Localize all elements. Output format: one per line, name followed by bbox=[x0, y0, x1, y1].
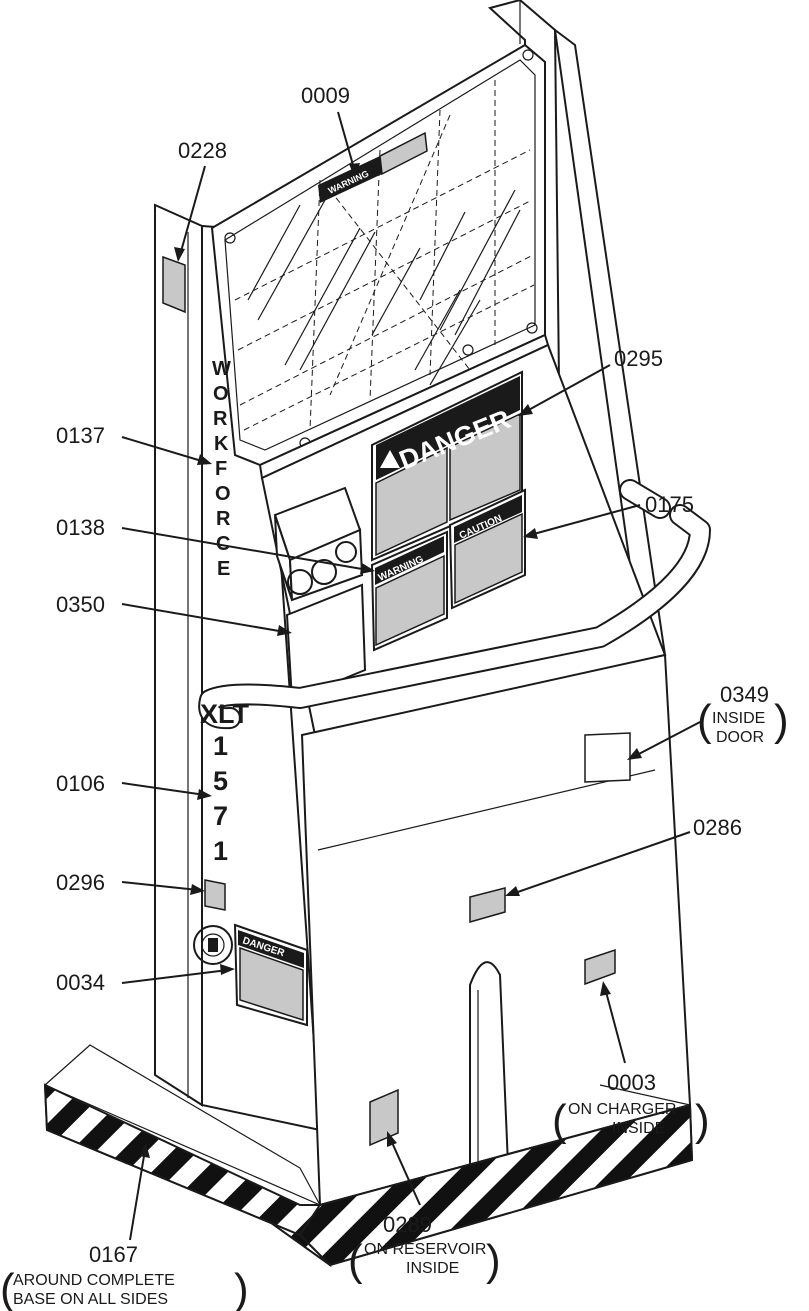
decal-0034: DANGER bbox=[233, 923, 308, 1027]
brand-lettering: W O R K F O R C E bbox=[212, 358, 231, 580]
callout-0295: 0295 bbox=[614, 346, 663, 371]
note-inside-door-line1: INSIDE bbox=[712, 710, 765, 727]
callout-0003: 0003 bbox=[607, 1070, 656, 1095]
callout-0228: 0228 bbox=[178, 138, 227, 163]
brand-letter: C bbox=[216, 533, 230, 555]
callout-0138: 0138 bbox=[56, 515, 105, 540]
callout-0286: 0286 bbox=[693, 815, 742, 840]
note-0167: ( AROUND COMPLETE BASE ON ALL SIDES ) bbox=[0, 1265, 249, 1311]
svg-text:(: ( bbox=[348, 1236, 363, 1285]
note-base-line1: AROUND COMPLETE bbox=[13, 1272, 175, 1289]
note-0003: ( ON CHARGER INSIDE ) bbox=[552, 1096, 710, 1145]
leader-lines bbox=[121, 111, 701, 1241]
callout-0137: 0137 bbox=[56, 423, 105, 448]
brand-letter: E bbox=[217, 558, 230, 580]
brand-letter: F bbox=[215, 458, 227, 480]
key-switch bbox=[193, 925, 233, 965]
decal-0228 bbox=[162, 255, 186, 314]
svg-text:(: ( bbox=[697, 696, 712, 745]
brand-letter: W bbox=[212, 358, 231, 380]
callout-0349: 0349 bbox=[720, 682, 769, 707]
left-mast-side bbox=[154, 203, 203, 1107]
decals: WARNING DANGER CAUTION WARNING bbox=[162, 131, 631, 1147]
callout-0175: 0175 bbox=[645, 492, 694, 517]
model-prefix: XLT bbox=[200, 699, 249, 729]
callout-0289: 0289 bbox=[383, 1212, 432, 1237]
callout-0106: 0106 bbox=[56, 771, 105, 796]
brand-letter: O bbox=[215, 483, 231, 505]
control-block bbox=[273, 486, 364, 602]
note-inside-door-line2: DOOR bbox=[716, 729, 764, 746]
brand-letter: O bbox=[213, 383, 229, 405]
svg-text:(: ( bbox=[0, 1265, 15, 1311]
model-number: XLT 1 5 7 1 bbox=[200, 699, 249, 866]
decal-0138: WARNING bbox=[370, 530, 448, 652]
decal-0289 bbox=[369, 1088, 399, 1147]
decal-0175: CAUTION bbox=[448, 488, 526, 610]
decal-0296 bbox=[204, 879, 226, 911]
model-digit: 7 bbox=[213, 801, 228, 831]
decal-0349 bbox=[584, 732, 631, 783]
brand-letter: K bbox=[214, 433, 229, 455]
svg-text:): ) bbox=[234, 1265, 249, 1311]
model-digit: 1 bbox=[213, 731, 228, 761]
note-charger-line2: INSIDE bbox=[612, 1120, 665, 1137]
decal-0003 bbox=[584, 948, 616, 986]
note-base-line2: BASE ON ALL SIDES bbox=[13, 1291, 168, 1308]
model-digit: 5 bbox=[213, 766, 228, 796]
note-0349: ( INSIDE DOOR ) bbox=[697, 696, 789, 746]
callout-labels: 0009 0228 0295 0137 0175 0138 0350 0349 … bbox=[56, 83, 769, 1267]
brand-letter: R bbox=[216, 508, 231, 530]
note-charger-line1: ON CHARGER bbox=[568, 1101, 676, 1118]
brand-letter: R bbox=[213, 408, 228, 430]
svg-text:(: ( bbox=[552, 1096, 567, 1145]
svg-text:): ) bbox=[695, 1096, 710, 1145]
decal-0295: DANGER bbox=[371, 370, 523, 562]
note-reservoir-line1: ON RESERVOIR bbox=[364, 1241, 486, 1258]
callout-0350: 0350 bbox=[56, 592, 105, 617]
note-reservoir-line2: INSIDE bbox=[406, 1260, 459, 1277]
decal-0350-area bbox=[285, 583, 367, 702]
callout-0167: 0167 bbox=[89, 1242, 138, 1267]
svg-text:): ) bbox=[486, 1236, 501, 1285]
grab-handle bbox=[198, 479, 711, 730]
model-digit: 1 bbox=[213, 836, 228, 866]
decal-0286 bbox=[469, 887, 506, 923]
callout-0034: 0034 bbox=[56, 970, 105, 995]
callout-0009: 0009 bbox=[301, 83, 350, 108]
svg-text:): ) bbox=[774, 696, 789, 745]
note-0289: ( ON RESERVOIR INSIDE ) bbox=[348, 1236, 501, 1285]
windshield bbox=[210, 43, 546, 467]
arched-recess bbox=[469, 961, 509, 1175]
callout-0296: 0296 bbox=[56, 870, 105, 895]
machine-body bbox=[43, 0, 711, 1268]
